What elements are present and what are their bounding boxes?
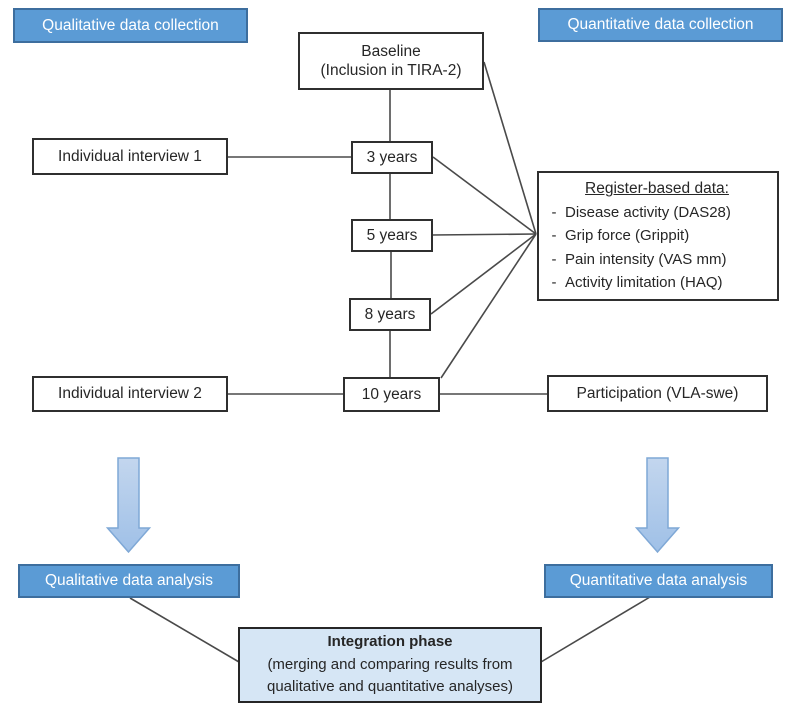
down-arrow-quantitative: [634, 457, 681, 554]
connector-qual-analysis-integration: [129, 597, 240, 663]
register-based-data-box: Register-based data: - Disease activity …: [537, 171, 779, 301]
list-dash: -: [551, 204, 557, 222]
connector-8y-register: [430, 233, 537, 315]
baseline-box: Baseline (Inclusion in TIRA-2): [298, 32, 484, 90]
list-dash: -: [551, 227, 557, 245]
qualitative-data-collection-label: Qualitative data collection: [13, 8, 248, 43]
connector-5y-register: [431, 233, 537, 236]
individual-interview-2-box: Individual interview 2: [32, 376, 228, 412]
register-based-data-title: Register-based data:: [585, 180, 729, 197]
qualitative-data-analysis-label: Qualitative data analysis: [18, 564, 240, 598]
connector-quant-analysis-integration: [540, 596, 651, 663]
timeline-5-years-box: 5 years: [351, 219, 433, 252]
register-item-label: Pain intensity (VAS mm): [565, 250, 727, 268]
register-item-grip-force: - Grip force (Grippit): [543, 224, 771, 247]
integration-phase-line3: qualitative and quantitative analyses): [267, 678, 513, 696]
quantitative-data-analysis-label: Quantitative data analysis: [544, 564, 773, 598]
connector-3y-register: [432, 156, 537, 235]
register-item-disease-activity: - Disease activity (DAS28): [543, 201, 771, 224]
register-item-label: Grip force (Grippit): [565, 227, 690, 245]
timeline-8-years-box: 8 years: [349, 298, 431, 331]
individual-interview-1-box: Individual interview 1: [32, 138, 228, 175]
integration-phase-line2: (merging and comparing results from: [267, 655, 513, 673]
connector-baseline-register: [483, 61, 537, 235]
integration-phase-box: Integration phase (merging and comparing…: [238, 627, 542, 703]
baseline-title: Baseline: [361, 42, 421, 60]
list-dash: -: [551, 273, 557, 291]
baseline-subtitle: (Inclusion in TIRA-2): [320, 62, 462, 79]
register-item-pain-intensity: - Pain intensity (VAS mm): [543, 248, 771, 271]
register-item-activity-limitation: - Activity limitation (HAQ): [543, 271, 771, 294]
integration-phase-title: Integration phase: [327, 633, 453, 651]
register-item-label: Disease activity (DAS28): [565, 204, 731, 222]
register-item-label: Activity limitation (HAQ): [565, 273, 723, 291]
quantitative-data-collection-label: Quantitative data collection: [538, 8, 783, 42]
timeline-3-years-box: 3 years: [351, 141, 433, 174]
timeline-10-years-box: 10 years: [343, 377, 440, 412]
down-arrow-qualitative: [105, 457, 152, 554]
list-dash: -: [551, 250, 557, 268]
connector-10y-register: [440, 233, 537, 379]
participation-vla-swe-box: Participation (VLA-swe): [547, 375, 768, 412]
